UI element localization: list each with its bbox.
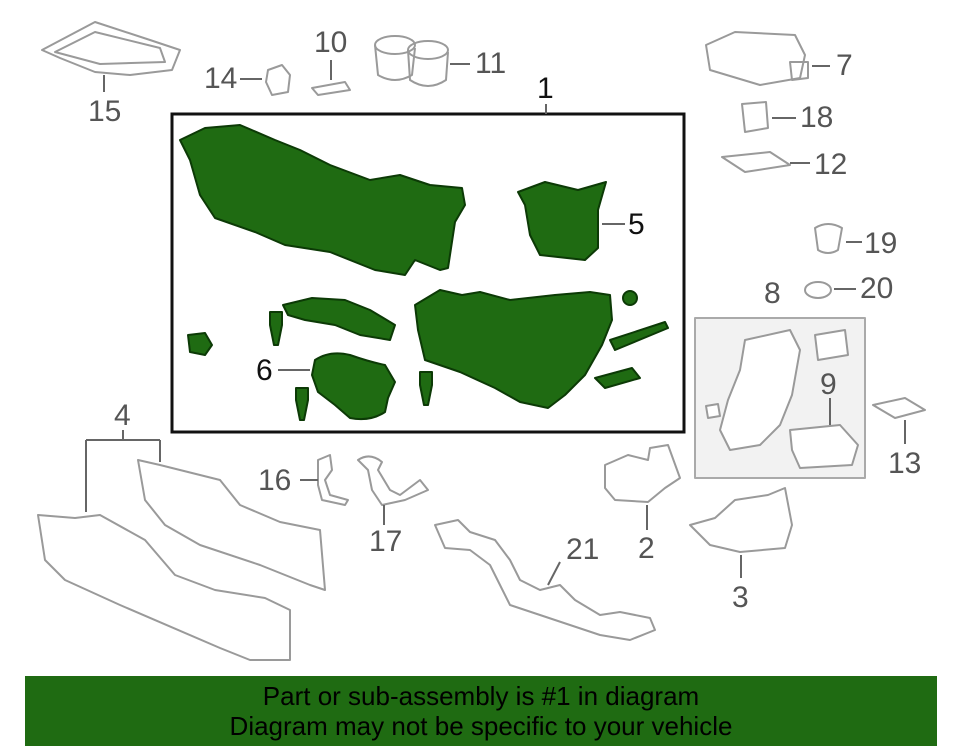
part-6-cup-holder <box>311 352 396 421</box>
part-7-armrest-lid <box>705 31 809 86</box>
part-1-screw-d <box>187 332 213 356</box>
callout-9: 9 <box>820 368 837 401</box>
callout-21: 21 <box>566 533 600 566</box>
part-17-harness <box>357 455 429 506</box>
part-4-side-panels <box>37 459 326 661</box>
callout-19: 19 <box>864 227 898 260</box>
callout-18: 18 <box>800 101 834 134</box>
part-12-mat <box>721 151 791 173</box>
part-15-trim-bezel <box>41 21 181 76</box>
callout-5: 5 <box>628 208 645 241</box>
callout-20: 20 <box>860 272 894 305</box>
callout-3: 3 <box>732 581 749 614</box>
part-8-vent <box>814 329 849 361</box>
part-3-bracket <box>689 487 793 553</box>
part-18-switch <box>741 101 769 133</box>
callout-1: 1 <box>537 72 554 105</box>
part-9-tray <box>789 424 859 469</box>
part-1-bolt <box>609 321 669 351</box>
callout-14: 14 <box>204 62 238 95</box>
callout-15: 15 <box>88 95 122 128</box>
notice-banner: Part or sub-assembly is #1 in diagram Di… <box>25 676 937 746</box>
callout-4: 4 <box>114 399 131 432</box>
callout-17: 17 <box>369 525 403 558</box>
callout-2: 2 <box>638 532 655 565</box>
parts-diagram <box>37 21 926 661</box>
leader-21 <box>547 561 561 586</box>
part-11-cup-holder <box>374 35 449 87</box>
part-1-cover <box>594 367 641 389</box>
part-5-storage-bin <box>517 181 607 261</box>
part-1-screw-a <box>269 311 283 346</box>
part-1-screw-b <box>295 387 309 421</box>
part-1-washer <box>622 290 638 306</box>
callout-8: 8 <box>764 277 781 310</box>
part-14-clip <box>265 64 291 96</box>
assembly-1-frame <box>170 112 686 434</box>
notice-line-1: Part or sub-assembly is #1 in diagram <box>262 681 700 711</box>
callout-16: 16 <box>258 464 292 497</box>
part-8-panel <box>719 329 801 451</box>
part-1-small-tray <box>282 297 396 341</box>
callout-6: 6 <box>256 354 273 387</box>
part-16-harness <box>317 454 349 506</box>
notice-line-2: Diagram may not be specific to your vehi… <box>229 711 733 741</box>
part-10-pad <box>311 81 351 96</box>
part-1-console-bracket <box>414 289 613 409</box>
callout-13: 13 <box>888 447 922 480</box>
callout-10: 10 <box>314 26 348 59</box>
part-1-console-housing <box>179 124 466 276</box>
callout-7: 7 <box>836 49 853 82</box>
part-19-grommet <box>814 223 843 254</box>
part-21-harness <box>434 519 656 641</box>
part-20-plug <box>804 281 832 299</box>
part-2-bracket <box>604 444 681 503</box>
part-13-mat <box>872 397 926 419</box>
part-1-screw-c <box>419 371 433 406</box>
part-8-clip <box>705 403 721 419</box>
callout-12: 12 <box>814 148 848 181</box>
callout-11: 11 <box>475 47 507 80</box>
